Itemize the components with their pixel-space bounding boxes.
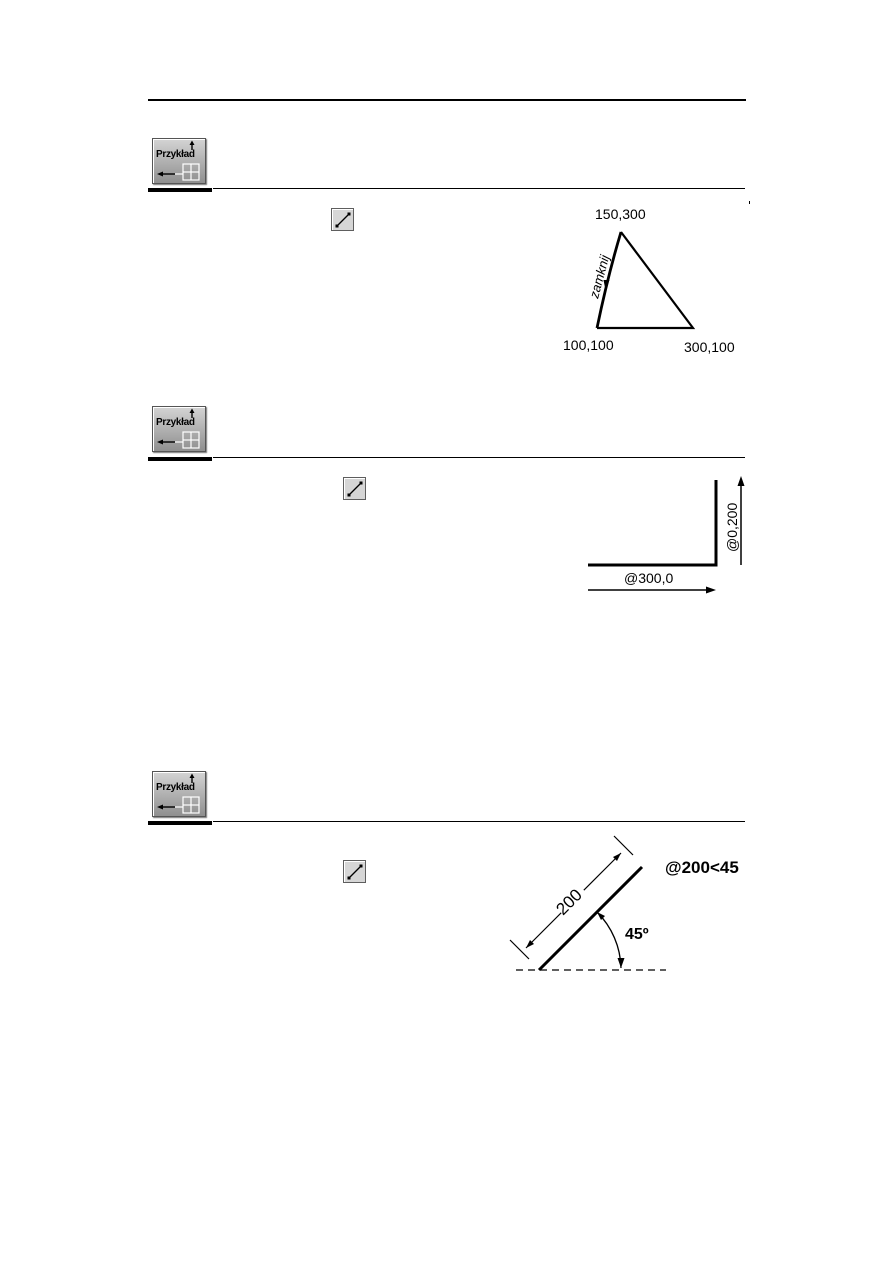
example-badge-label: Przykład: [156, 782, 195, 793]
line-tool-icon[interactable]: [343, 860, 366, 883]
triangle-label-bottom-left: 100,100: [563, 337, 614, 353]
badge-arrows-icon: [157, 408, 200, 449]
badge-arrows-icon: [157, 140, 200, 181]
top-rule: [148, 99, 746, 101]
section-rule: [213, 188, 745, 189]
line-tool-icon[interactable]: [343, 477, 366, 500]
badge-arrows-icon: [157, 773, 200, 814]
example-badge-icon: Przykład: [152, 406, 206, 452]
section-rule-thick: [148, 821, 212, 825]
horizontal-offset-label: @300,0: [624, 570, 673, 586]
triangle-figure: 150,300 100,100 300,100 zamknij: [563, 206, 735, 355]
triangle-label-bottom-right: 300,100: [684, 339, 735, 355]
stray-tick: [749, 201, 750, 204]
angle-label: 45º: [625, 926, 649, 943]
vertical-offset-label: @0,200: [724, 503, 740, 552]
line-tool-icon[interactable]: [331, 208, 354, 231]
polar-input-label: @200<45: [665, 858, 739, 877]
example-badge-icon: Przykład: [152, 771, 206, 817]
relative-coords-figure: @300,0 @0,200: [588, 476, 745, 594]
example-badge-label: Przykład: [156, 149, 195, 160]
polar-coords-figure: 200 45º @200<45: [509, 835, 739, 972]
example-badge-label: Przykład: [156, 417, 195, 428]
section-rule: [213, 457, 745, 458]
section-rule-thick: [148, 457, 212, 461]
triangle-label-top: 150,300: [595, 206, 646, 222]
section-rule-thick: [148, 188, 212, 192]
example-badge-icon: Przykład: [152, 138, 206, 184]
section-rule: [213, 821, 745, 822]
